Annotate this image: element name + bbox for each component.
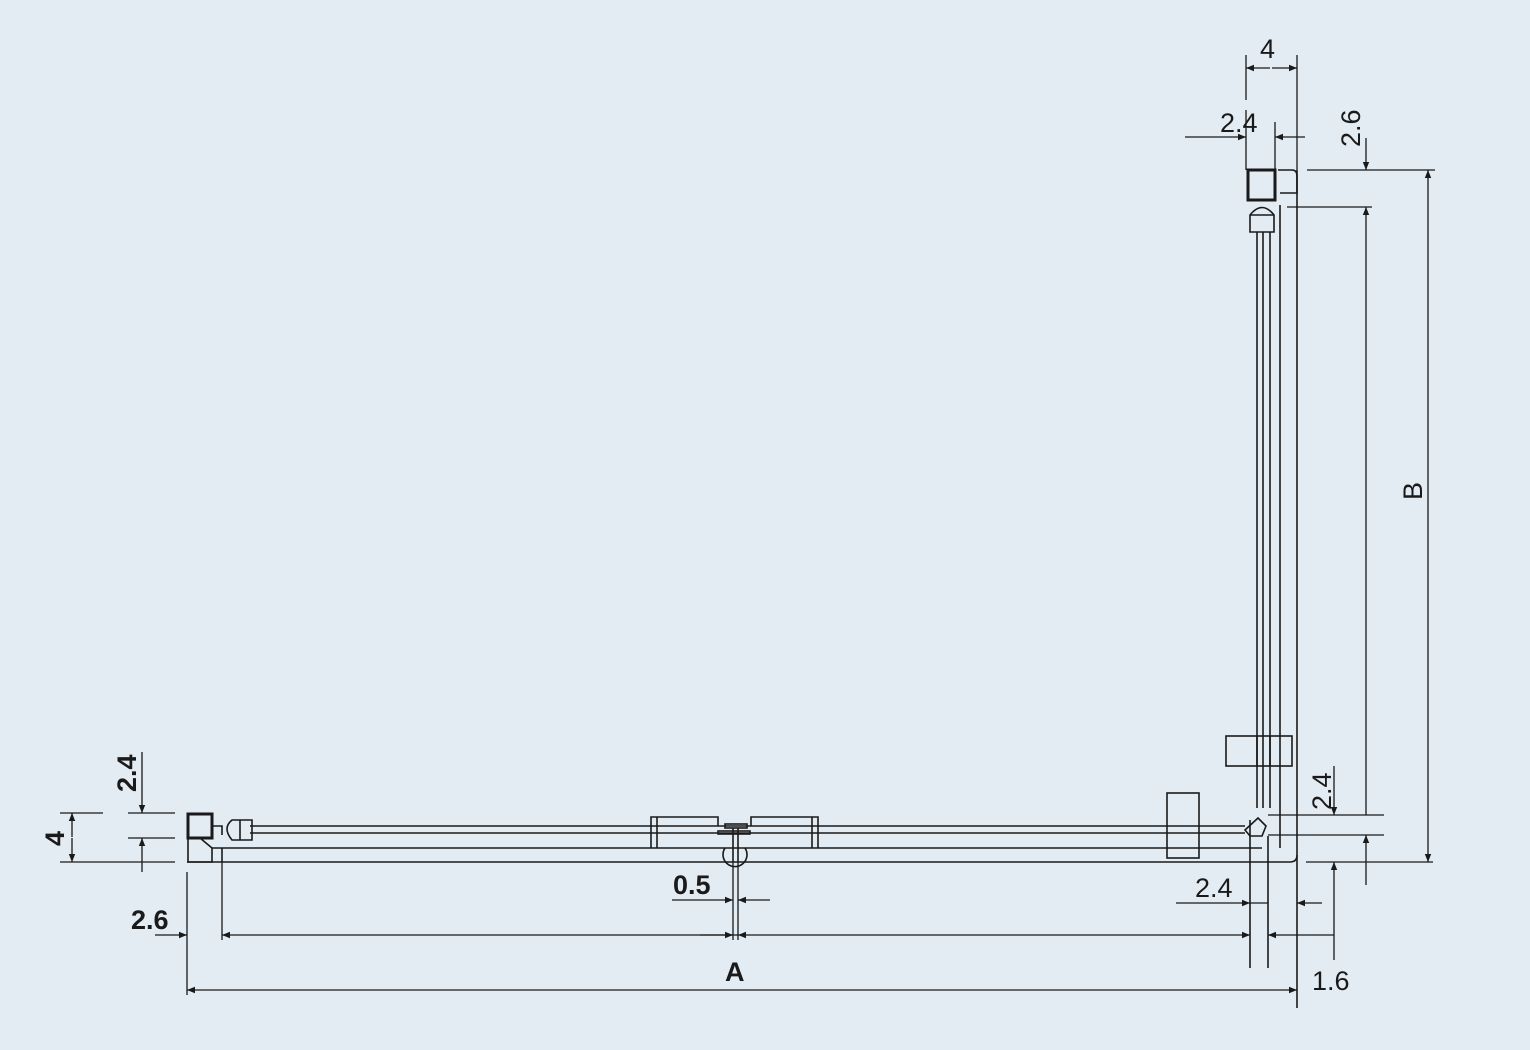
dim-gap: 0.5 (673, 870, 711, 900)
dim-left-glass: 2.4 (112, 754, 142, 792)
left-wall-profile (186, 812, 253, 863)
dim-height-B: B (1398, 482, 1428, 500)
bottom-wall (186, 792, 1298, 868)
dim-bottom-right-offset: 1.6 (1312, 966, 1350, 996)
bottom-right-handle (1166, 792, 1200, 859)
top-wall-profile (1246, 168, 1298, 233)
dim-width-A: A (725, 957, 745, 987)
dim-top-offset: 2.6 (1336, 109, 1366, 147)
corner-hinge (1243, 816, 1267, 837)
right-wall (1225, 168, 1298, 1008)
center-handle (650, 816, 819, 868)
dim-left-offset: 2.6 (131, 905, 169, 935)
dim-top-width: 4 (1260, 34, 1275, 64)
dim-bottom-right-profile: 2.4 (1195, 873, 1233, 903)
dimensions (60, 55, 1435, 995)
right-handle (1225, 735, 1293, 767)
dim-top-profile: 2.4 (1220, 108, 1258, 138)
dim-right-glass: 2.4 (1307, 772, 1337, 810)
dim-left-total: 4 (40, 831, 70, 846)
